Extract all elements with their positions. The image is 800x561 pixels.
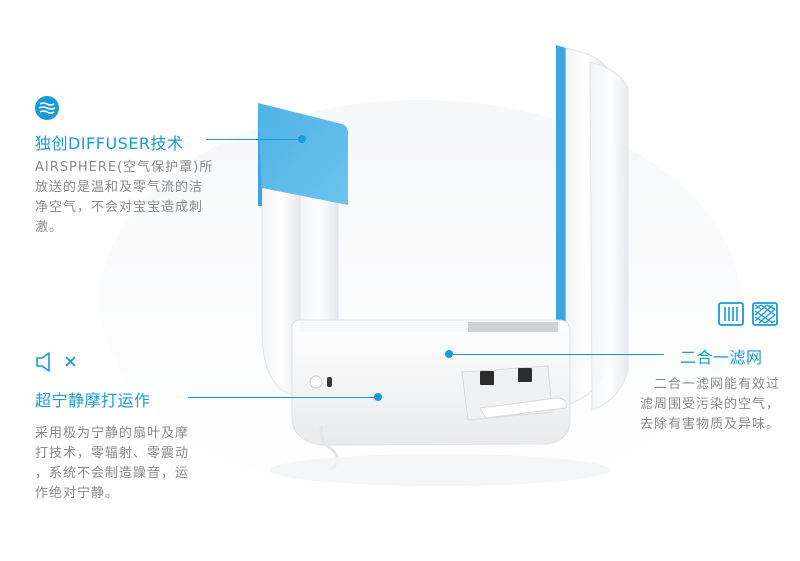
callout-dot-diffuser — [298, 135, 306, 143]
feature-title-diffuser: 独创DIFFUSER技术 — [35, 134, 184, 153]
feature-title-quiet-motor: 超宁静摩打运作 — [35, 391, 151, 410]
speaker-mute-icon — [34, 350, 84, 374]
filter-grid-icon — [718, 302, 744, 326]
feature-desc-filter: 二合一滤网能有效过 滤周围受污染的空气， 去除有害物质及异味。 — [639, 377, 780, 432]
callout-dot-filter — [445, 350, 453, 358]
feature-desc-quiet-motor: 采用极为宁静的扇叶及摩 打技术，零辐射、零震动 ，系统不会制造躁音，运 作绝对宁… — [35, 426, 190, 501]
filter-mesh-icon — [752, 302, 778, 326]
callout-dot-quiet-motor — [374, 393, 382, 401]
callout-line-filter — [452, 354, 664, 355]
wave-circle-icon — [35, 96, 59, 120]
callout-line-quiet-motor — [188, 397, 378, 398]
callout-line-diffuser — [206, 139, 302, 140]
feature-desc-diffuser: AIRSPHERE(空气保护罩)所 放送的是温和及零气流的洁 净空气，不会对宝宝… — [35, 160, 214, 235]
feature-title-filter: 二合一滤网 — [680, 348, 763, 367]
